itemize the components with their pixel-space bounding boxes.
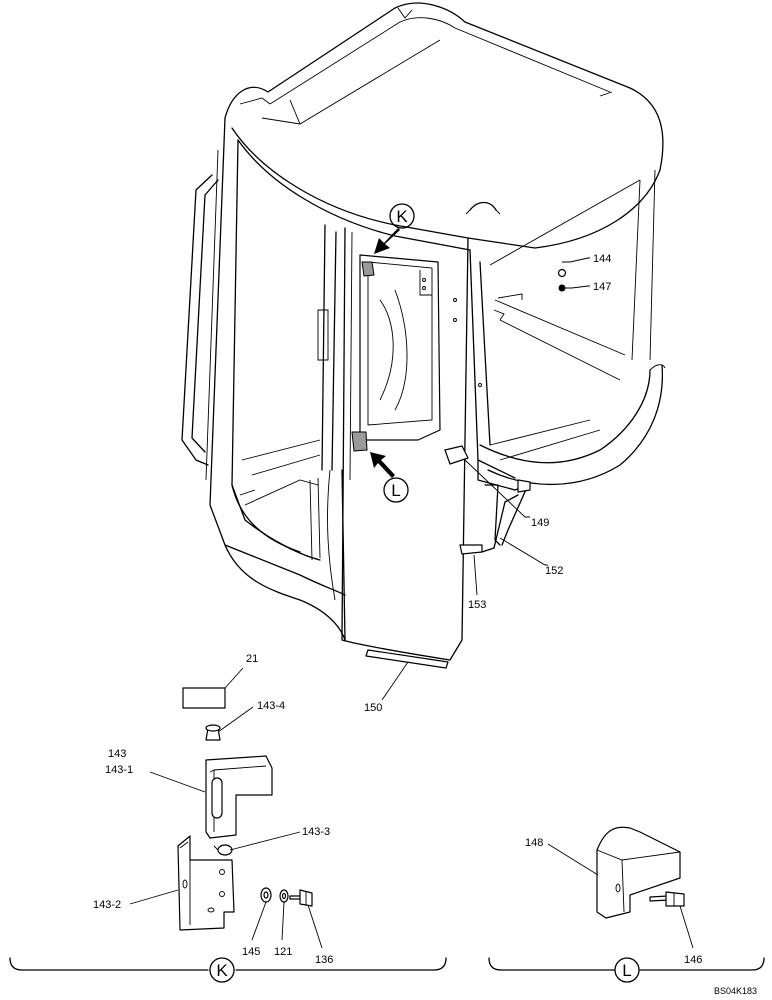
view-l-arrow [370, 452, 395, 478]
part-labels: 144 147 149 152 153 150 21 143-4 143 143… [93, 253, 702, 966]
drawing-code: BS04K183 [714, 986, 757, 996]
svg-text:L: L [391, 481, 400, 500]
label-136: 136 [315, 954, 333, 966]
label-143-2: 143-2 [93, 899, 121, 911]
label-153: 153 [468, 599, 486, 611]
label-143-4: 143-4 [257, 700, 285, 712]
label-143-3: 143-3 [302, 826, 330, 838]
cab-frame [181, 2, 666, 669]
label-150: 150 [364, 702, 382, 714]
view-k-bracket: K [9, 957, 447, 983]
label-147: 147 [593, 281, 611, 293]
label-121: 121 [274, 946, 292, 958]
label-143: 143 [108, 748, 126, 760]
svg-text:L: L [622, 961, 631, 980]
view-l-bracket: L [488, 957, 765, 983]
label-144: 144 [593, 253, 611, 265]
svg-text:K: K [216, 961, 228, 980]
svg-text:K: K [396, 207, 408, 226]
label-143-1: 143-1 [105, 764, 133, 776]
detail-k-parts [177, 687, 313, 931]
leader-lines [129, 257, 694, 949]
label-146: 146 [684, 954, 702, 966]
detail-l-parts [596, 826, 685, 919]
view-k-marker-cab: K [389, 203, 415, 229]
label-148: 148 [525, 837, 543, 849]
view-k-arrow [374, 228, 400, 254]
label-149: 149 [531, 517, 549, 529]
label-152: 152 [545, 565, 563, 577]
view-l-marker-cab: L [383, 477, 409, 503]
label-145: 145 [242, 946, 260, 958]
label-21: 21 [246, 653, 258, 665]
